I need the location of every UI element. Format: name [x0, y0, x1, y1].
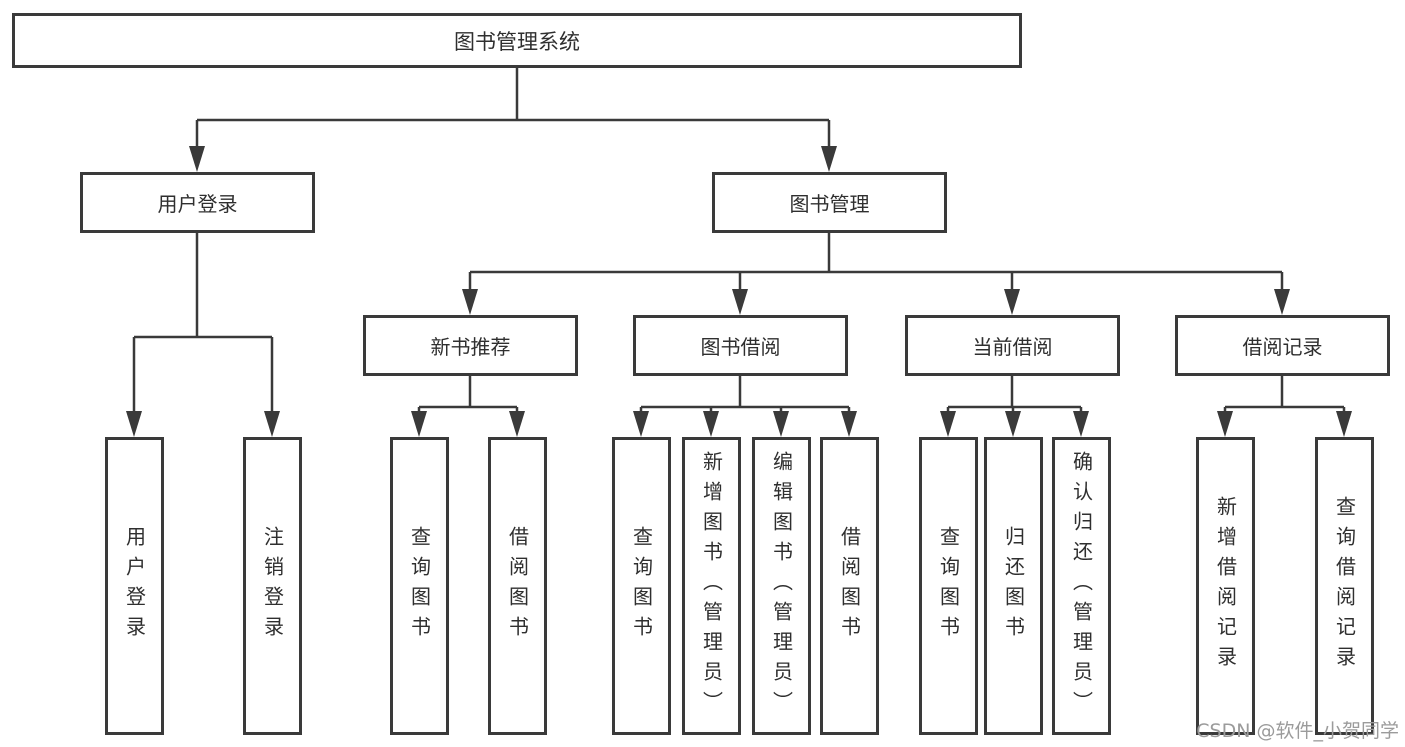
node-borrowing-records: 借阅记录 — [1175, 315, 1390, 376]
leaf-add-book-admin: 新增图书（管理员） — [682, 437, 741, 735]
leaf-query-borrow-record: 查询借阅记录 — [1315, 437, 1374, 735]
arrow-down-icon — [773, 411, 789, 437]
leaf-query-borrow-record-label: 查询借阅记录 — [1332, 496, 1357, 676]
leaf-logout: 注销登录 — [243, 437, 302, 735]
leaf-borrow-books-borrowing-label: 借阅图书 — [837, 526, 862, 646]
connector-book-management-children — [462, 233, 1290, 315]
arrow-down-icon — [126, 411, 142, 437]
arrow-down-icon — [940, 411, 956, 437]
leaf-edit-book-admin-label: 编辑图书（管理员） — [769, 451, 794, 721]
node-new-book-recommend-label: 新书推荐 — [430, 335, 511, 359]
arrow-down-icon — [509, 411, 525, 437]
node-borrowing-records-label: 借阅记录 — [1242, 335, 1323, 359]
leaf-edit-book-admin: 编辑图书（管理员） — [752, 437, 811, 735]
leaf-confirm-return-admin: 确认归还（管理员） — [1052, 437, 1111, 735]
connector-new-book-children — [411, 376, 525, 437]
leaf-add-borrow-record-label: 新增借阅记录 — [1213, 496, 1238, 676]
leaf-borrow-books-recommend: 借阅图书 — [488, 437, 547, 735]
arrow-down-icon — [1005, 411, 1021, 437]
arrow-down-icon — [703, 411, 719, 437]
connector-current-borrowing-children — [940, 376, 1089, 437]
leaf-borrow-books-borrowing: 借阅图书 — [820, 437, 879, 735]
node-user-login-label: 用户登录 — [157, 192, 238, 216]
leaf-return-book: 归还图书 — [984, 437, 1043, 735]
node-book-management-label: 图书管理 — [789, 192, 870, 216]
watermark: CSDN @软件_小贺同学 — [1196, 720, 1399, 742]
leaf-query-books-recommend: 查询图书 — [390, 437, 449, 735]
leaf-borrow-books-recommend-label: 借阅图书 — [505, 526, 530, 646]
node-user-login: 用户登录 — [80, 172, 315, 233]
arrow-down-icon — [411, 411, 427, 437]
node-new-book-recommend: 新书推荐 — [363, 315, 578, 376]
leaf-add-book-admin-label: 新增图书（管理员） — [699, 451, 724, 721]
arrow-down-icon — [1217, 411, 1233, 437]
arrow-down-icon — [189, 146, 205, 172]
leaf-return-book-label: 归还图书 — [1001, 526, 1026, 646]
node-book-borrowing: 图书借阅 — [633, 315, 848, 376]
arrow-down-icon — [1073, 411, 1089, 437]
leaf-user-login: 用户登录 — [105, 437, 164, 735]
arrow-down-icon — [633, 411, 649, 437]
leaf-add-borrow-record: 新增借阅记录 — [1196, 437, 1255, 735]
leaf-logout-label: 注销登录 — [260, 526, 285, 646]
arrow-down-icon — [1336, 411, 1352, 437]
arrow-down-icon — [732, 289, 748, 315]
arrow-down-icon — [841, 411, 857, 437]
node-root-label: 图书管理系统 — [454, 29, 580, 54]
node-book-borrowing-label: 图书借阅 — [700, 335, 781, 359]
arrow-down-icon — [1274, 289, 1290, 315]
leaf-query-books-borrowing-label: 查询图书 — [629, 526, 654, 646]
node-root: 图书管理系统 — [12, 13, 1022, 68]
connector-book-borrowing-children — [633, 376, 857, 437]
leaf-query-books-borrowing: 查询图书 — [612, 437, 671, 735]
connector-root-to-level2 — [189, 68, 837, 172]
connector-user-login-children — [126, 233, 280, 437]
arrow-down-icon — [264, 411, 280, 437]
connector-borrowing-records-children — [1217, 376, 1352, 437]
node-book-management: 图书管理 — [712, 172, 947, 233]
leaf-confirm-return-admin-label: 确认归还（管理员） — [1069, 451, 1094, 721]
leaf-query-books-recommend-label: 查询图书 — [407, 526, 432, 646]
leaf-user-login-label: 用户登录 — [122, 526, 147, 646]
arrow-down-icon — [462, 289, 478, 315]
node-current-borrowing-label: 当前借阅 — [972, 335, 1053, 359]
leaf-query-books-current: 查询图书 — [919, 437, 978, 735]
node-current-borrowing: 当前借阅 — [905, 315, 1120, 376]
arrow-down-icon — [1004, 289, 1020, 315]
leaf-query-books-current-label: 查询图书 — [936, 526, 961, 646]
arrow-down-icon — [821, 146, 837, 172]
